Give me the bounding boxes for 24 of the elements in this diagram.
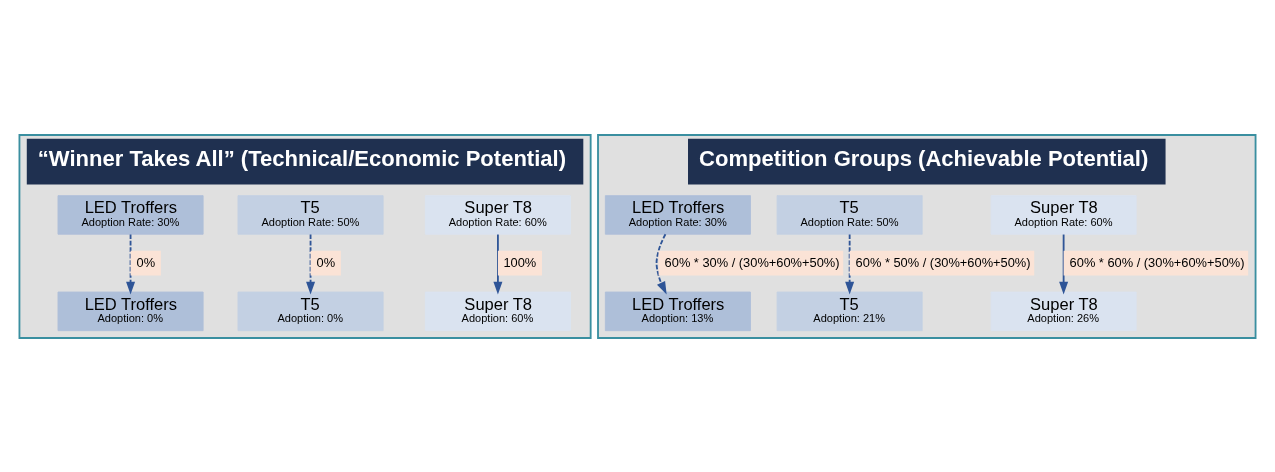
edge-label: 60% * 30% / (30%+60%+50%) — [664, 254, 840, 270]
edge-label: 60% * 60% / (30%+60%+50%) — [1069, 254, 1245, 270]
node-box: Super T8 Adoption Rate: 60% — [424, 194, 571, 235]
arrow — [493, 233, 503, 295]
arrow — [655, 232, 667, 294]
node-box: LED Troffers Adoption Rate: 30% — [57, 194, 204, 235]
edge-label: 60% * 50% / (30%+60%+50%) — [855, 254, 1031, 270]
arrow — [1059, 233, 1069, 295]
edge-label: 100% — [503, 254, 537, 270]
node-box: Super T8 Adoption Rate: 60% — [990, 194, 1137, 235]
node-box: T5 Adoption Rate: 50% — [776, 194, 923, 235]
arrow — [306, 233, 316, 295]
node-box: LED Troffers Adoption Rate: 30% — [604, 194, 751, 235]
arrow — [845, 233, 855, 295]
edge-label: 0% — [136, 254, 156, 270]
node-box: T5 Adoption Rate: 50% — [237, 194, 384, 235]
node-box: T5 Adoption: 21% — [776, 291, 923, 331]
node-box: LED Troffers Adoption: 13% — [604, 291, 751, 331]
node-box: T5 Adoption: 0% — [237, 291, 384, 331]
node-box: LED Troffers Adoption: 0% — [57, 291, 204, 331]
node-box: Super T8 Adoption: 26% — [990, 291, 1137, 331]
arrow — [126, 233, 136, 295]
node-box: Super T8 Adoption: 60% — [424, 291, 571, 331]
edge-label: 0% — [316, 254, 336, 270]
